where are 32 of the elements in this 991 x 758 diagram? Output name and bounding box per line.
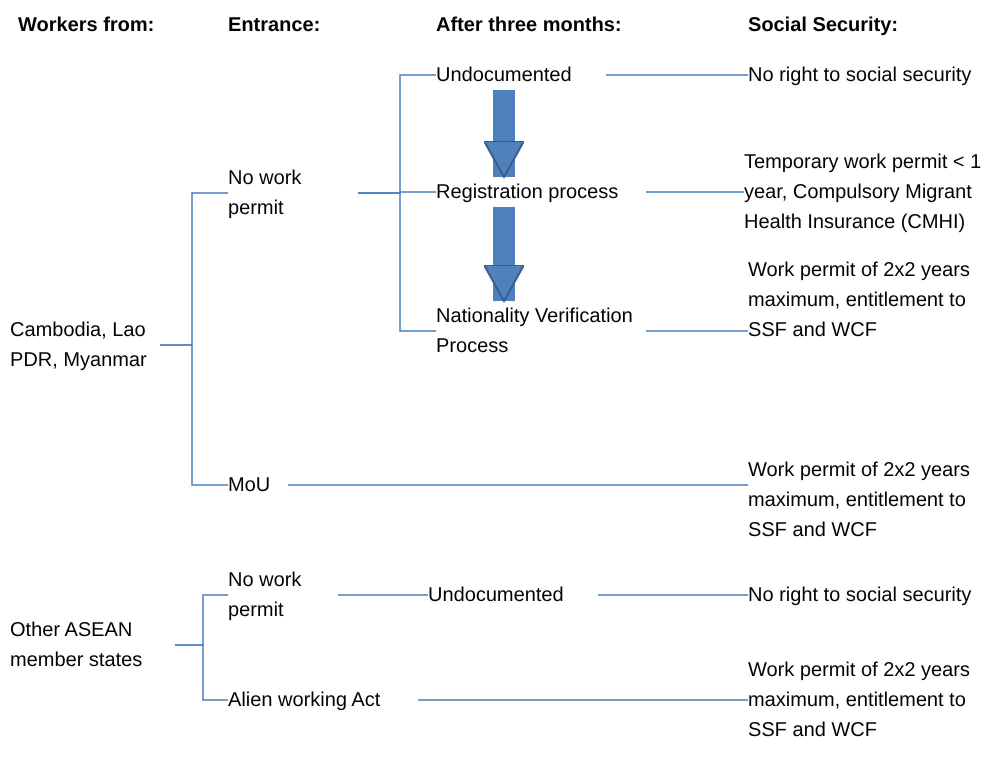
connector-line xyxy=(175,644,228,701)
connector-line xyxy=(646,191,744,193)
node-text: Work permit of 2x2 years maximum, entitlement to SSF and WCF xyxy=(748,458,971,543)
node-text: No work permit xyxy=(228,166,302,221)
connector-line xyxy=(646,330,748,332)
node-text: Undocumented xyxy=(436,63,573,88)
node-text: Work permit of 2x2 years maximum, entitlement to SSF and WCF xyxy=(748,658,971,743)
column-header: Workers from: xyxy=(18,13,154,38)
node-text: Temporary work permit < 1 year, Compulsory Migrant Health Insurance (CMHI) xyxy=(744,150,982,235)
node-text: Nationality Verification Process xyxy=(436,304,634,359)
node-text: Alien working Act xyxy=(228,688,382,713)
block-arrow xyxy=(483,207,525,302)
connector-line xyxy=(160,344,228,486)
node-text: Registration process xyxy=(436,180,620,205)
node-text: Cambodia, Lao PDR, Myanmar xyxy=(10,318,148,373)
connector-line xyxy=(358,192,436,332)
connector-line xyxy=(338,594,428,596)
node-text: No right to social security xyxy=(748,63,972,88)
column-header: Social Security: xyxy=(748,13,898,38)
column-header: Entrance: xyxy=(228,13,320,38)
node-text: No right to social security xyxy=(748,583,972,608)
node-text: Work permit of 2x2 years maximum, entitlement to SSF and WCF xyxy=(748,258,971,343)
column-header: After three months: xyxy=(436,13,622,38)
node-text: No work permit xyxy=(228,568,302,623)
block-arrow xyxy=(483,90,525,178)
connector-line xyxy=(288,484,748,486)
connector-line xyxy=(418,699,748,701)
connector-line xyxy=(606,74,748,76)
connector-line xyxy=(598,594,748,596)
node-text: Other ASEAN member states xyxy=(10,618,144,673)
node-text: MoU xyxy=(228,473,272,498)
node-text: Undocumented xyxy=(428,583,565,608)
